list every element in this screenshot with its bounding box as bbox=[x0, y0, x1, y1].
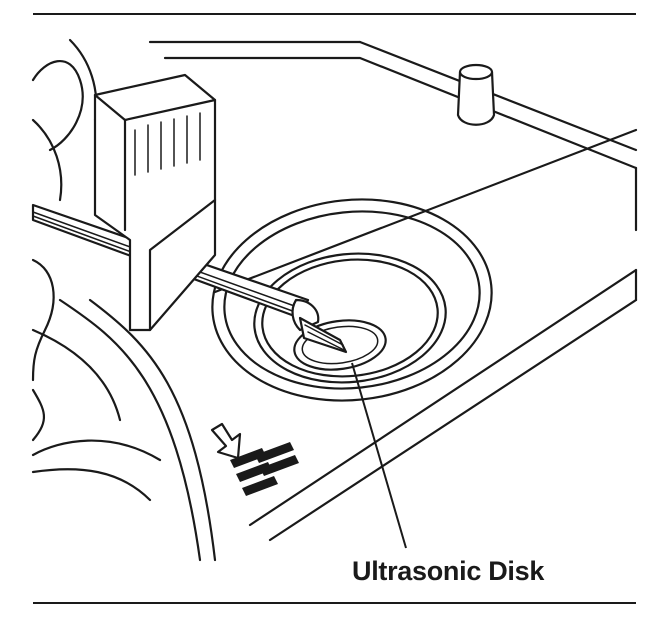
callout-leader-line bbox=[351, 362, 407, 549]
reservoir-well bbox=[211, 198, 493, 402]
vent-slots bbox=[230, 442, 299, 496]
base-unit bbox=[31, 40, 638, 562]
hand bbox=[31, 38, 98, 442]
float-post bbox=[456, 63, 496, 126]
ultrasonic-disk-label: Ultrasonic Disk bbox=[352, 556, 545, 586]
down-arrow-icon bbox=[210, 422, 242, 460]
tank-cap bbox=[93, 73, 217, 332]
